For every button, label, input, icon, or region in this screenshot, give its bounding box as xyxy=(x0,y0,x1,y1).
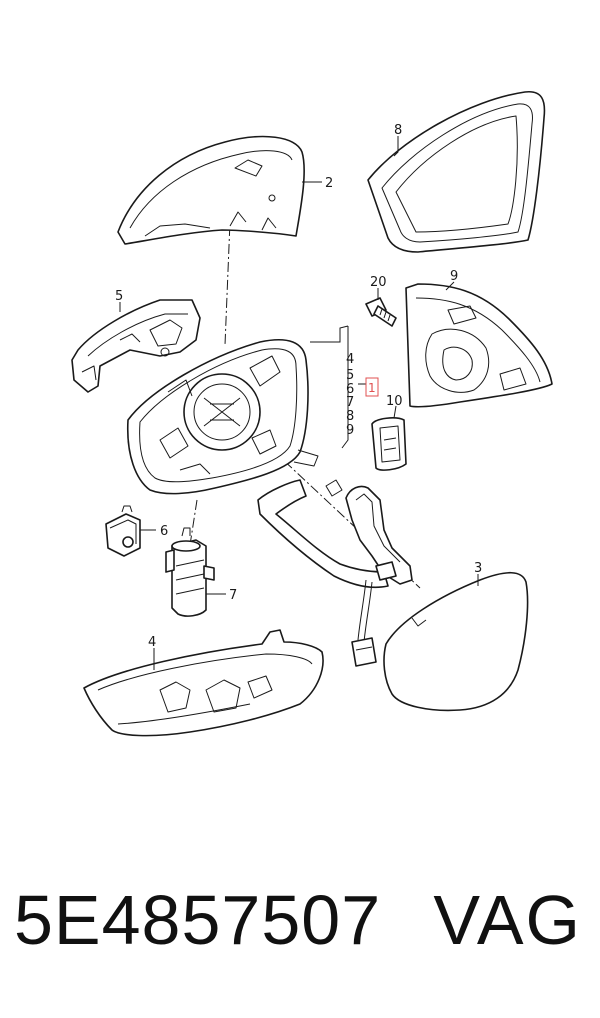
brand-name: VAG xyxy=(433,881,582,959)
group-list-item: 7 xyxy=(346,395,354,410)
axis-line-lower xyxy=(189,499,198,546)
group-list-item: 9 xyxy=(346,423,354,438)
axis-line-vertical xyxy=(224,171,233,346)
callout-5: 5 xyxy=(115,289,123,304)
part-3-mirror-glass xyxy=(383,571,529,712)
footer: 5E4857507 VAG xyxy=(0,880,600,990)
callout-7: 7 xyxy=(229,588,237,603)
group-list-item: 6 xyxy=(346,382,354,397)
group-list-item: 8 xyxy=(346,409,354,424)
exploded-parts-diagram: 2 8 5 20 9 10 6 7 4 3 4 5 6 7 8 9 1 xyxy=(71,91,553,737)
leader-8 xyxy=(393,136,399,157)
leader-9 xyxy=(445,281,455,291)
callout-group-list: 4 5 6 7 8 9 xyxy=(346,352,354,438)
part-8-mirror-frame xyxy=(367,91,546,253)
callout-1-box xyxy=(365,377,379,397)
callout-3: 3 xyxy=(474,561,482,576)
callout-8: 8 xyxy=(394,123,402,138)
part-number: 5E4857507 xyxy=(14,881,382,959)
part-10-small-cover xyxy=(371,417,407,471)
callout-1-highlighted: 1 xyxy=(365,377,379,397)
part-6-actuator xyxy=(105,505,141,557)
part-2-upper-cover xyxy=(117,135,305,245)
group-list-item: 5 xyxy=(346,368,354,383)
callout-10: 10 xyxy=(386,394,403,409)
part-9-glass-carrier xyxy=(405,283,553,408)
part-7-motor xyxy=(165,527,215,617)
leader-1 xyxy=(310,325,366,449)
callout-6: 6 xyxy=(160,524,168,539)
wiring-harness xyxy=(257,479,413,667)
group-list-item: 4 xyxy=(346,352,354,367)
callout-4: 4 xyxy=(148,635,156,650)
callout-1: 1 xyxy=(368,381,376,395)
leader-10 xyxy=(393,405,397,419)
part-4-lower-housing xyxy=(83,629,324,737)
part-20-screw xyxy=(365,297,397,327)
callout-2: 2 xyxy=(325,176,333,191)
part-1-mirror-housing xyxy=(126,338,319,495)
callout-9: 9 xyxy=(450,269,458,284)
part-5-bracket xyxy=(71,299,201,393)
callout-20: 20 xyxy=(370,275,387,290)
